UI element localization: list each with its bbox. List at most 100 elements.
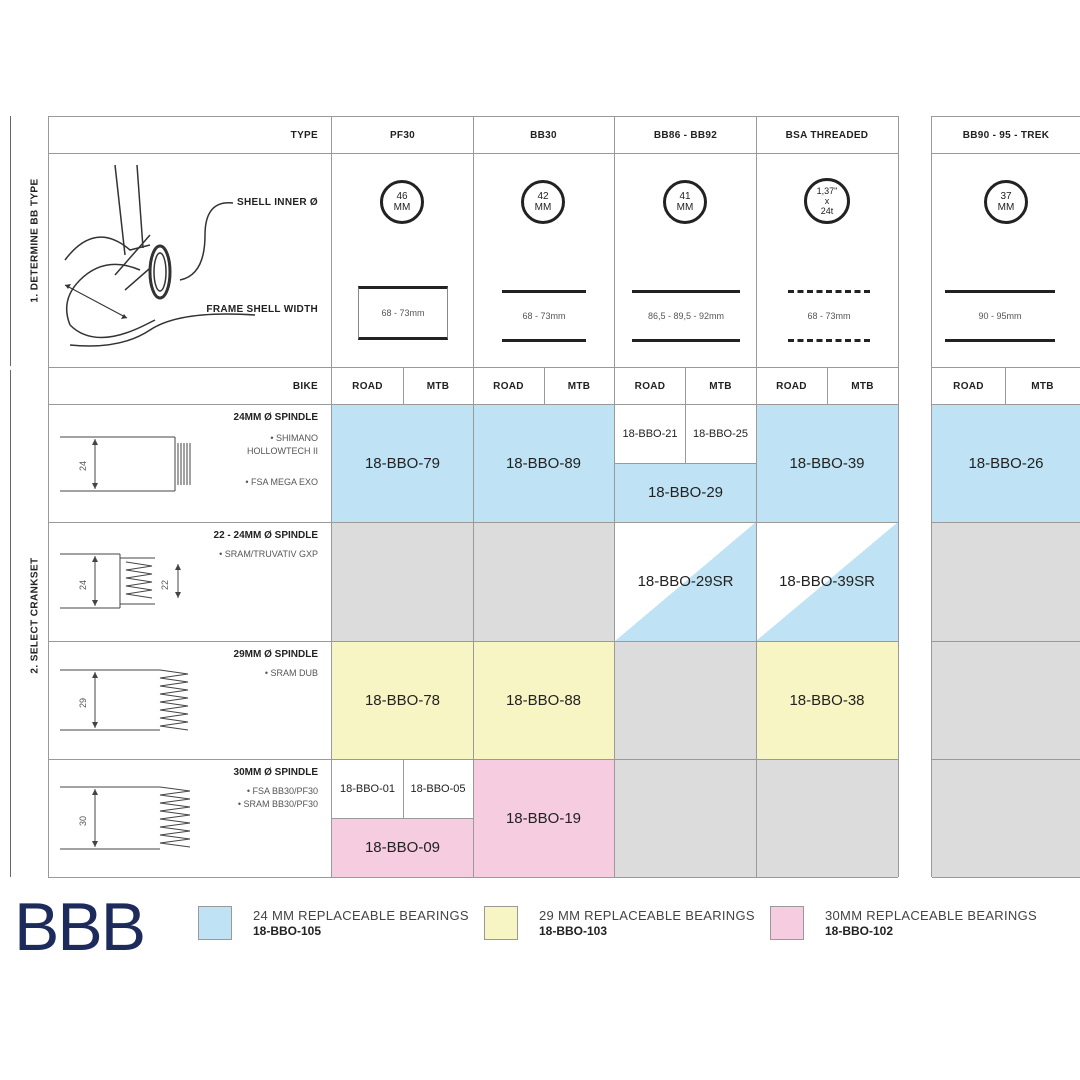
legend-swatch-29mm bbox=[484, 906, 518, 940]
cell-gxp-bsa: 18-BBO-39SR bbox=[756, 522, 898, 641]
pointer-curve-icon bbox=[69, 313, 256, 347]
cell-gxp-bb86: 18-BBO-29SR bbox=[615, 522, 756, 641]
cell-24mm-bb90: 18-BBO-26 bbox=[932, 405, 1080, 522]
type-header-bb86: BB86 - BB92 bbox=[653, 129, 718, 141]
cell-30mm-bsa bbox=[756, 759, 898, 877]
cell-dub-bsa: 18-BBO-38 bbox=[756, 641, 898, 759]
spindle-29mm-dim: 29 bbox=[78, 697, 88, 708]
cell-24mm-bb30: 18-BBO-89 bbox=[473, 405, 614, 522]
bike-road-bb30: ROAD bbox=[493, 380, 524, 392]
legend-title-30mm: 30MM REPLACEABLE BEARINGS bbox=[825, 908, 1037, 923]
cell-gxp-bb90 bbox=[932, 522, 1080, 641]
bike-mtb-bb30: MTB bbox=[567, 380, 591, 392]
spindle-title: 29MM Ø SPINDLE bbox=[233, 649, 318, 660]
section-label-determine: 1. DETERMINE BB TYPE bbox=[29, 178, 41, 303]
spindle-30mm-drawing-icon bbox=[60, 786, 191, 850]
type-label: TYPE bbox=[290, 129, 318, 141]
spindle-gxp-dim: 24 bbox=[78, 579, 88, 590]
cell-30mm-pf30-both: 18-BBO-09 bbox=[332, 818, 473, 877]
bike-mtb-bb86: MTB bbox=[709, 380, 732, 392]
shell-width-bb30: 68 - 73mm bbox=[502, 290, 586, 342]
part-number: 18-BBO-89 bbox=[505, 455, 582, 472]
cell-gxp-pf30 bbox=[332, 522, 473, 641]
spindle-29mm-label: 29MM Ø SPINDLE • SRAM DUB bbox=[160, 649, 318, 749]
spindle-brand: • FSA BB30/PF30 bbox=[246, 786, 318, 796]
cell-30mm-bb86 bbox=[615, 759, 756, 877]
spindle-brand: • SRAM BB30/PF30 bbox=[237, 799, 318, 809]
frame-shell-width-label: FRAME SHELL WIDTH bbox=[206, 303, 318, 315]
part-number: 18-BBO-19 bbox=[505, 809, 582, 827]
shell-width-pf30: 68 - 73mm bbox=[358, 286, 448, 340]
part-number: 18-BBO-78 bbox=[364, 691, 441, 709]
spindle-24mm-drawing-icon bbox=[60, 436, 191, 492]
spindle-gxp-drawing-icon bbox=[60, 553, 181, 609]
cell-24mm-bb86-road: 18-BBO-21 bbox=[615, 405, 685, 463]
bike-mtb-bb90: MTB bbox=[1031, 380, 1054, 392]
bike-road-pf30: ROAD bbox=[352, 380, 383, 392]
spindle-30mm-label: 30MM Ø SPINDLE • FSA BB30/PF30 • SRAM BB… bbox=[160, 767, 318, 867]
spindle-brand: HOLLOWTECH II bbox=[246, 446, 318, 456]
cell-gxp-bb30 bbox=[473, 522, 614, 641]
spindle-title: 22 - 24MM Ø SPINDLE bbox=[213, 530, 318, 541]
cell-30mm-pf30-mtb: 18-BBO-05 bbox=[403, 759, 473, 818]
spindle-title: 24MM Ø SPINDLE bbox=[233, 412, 318, 423]
type-header-bb90: BB90 - 95 - TREK bbox=[962, 129, 1050, 141]
bike-road-bb90: ROAD bbox=[953, 380, 984, 392]
part-number: 18-BBO-39 bbox=[789, 455, 865, 472]
spindle-30mm-dim: 30 bbox=[78, 815, 88, 826]
spindle-24mm-label: 24MM Ø SPINDLE • SHIMANO HOLLOWTECH II •… bbox=[180, 412, 318, 512]
shell-inner-label: SHELL INNER Ø bbox=[237, 196, 318, 208]
bike-mtb-bsa: MTB bbox=[851, 380, 874, 392]
legend-title-24mm: 24 MM REPLACEABLE BEARINGS bbox=[253, 908, 469, 923]
part-number: 18-BBO-29SR bbox=[637, 573, 734, 590]
part-number: 18-BBO-05 bbox=[410, 782, 466, 795]
legend-swatch-30mm bbox=[770, 906, 804, 940]
legend-title-29mm: 29 MM REPLACEABLE BEARINGS bbox=[539, 908, 755, 923]
spindle-gxp-dim2: 22 bbox=[160, 579, 170, 590]
legend-swatch-24mm bbox=[198, 906, 232, 940]
cell-30mm-pf30-road: 18-BBO-01 bbox=[332, 759, 403, 818]
bbb-logo: BBB bbox=[14, 889, 146, 965]
cell-24mm-bb86-both: 18-BBO-29 bbox=[615, 463, 756, 522]
legend-code-29mm: 18-BBO-103 bbox=[539, 924, 608, 938]
cell-dub-pf30: 18-BBO-78 bbox=[332, 641, 473, 759]
pointer-curve-icon bbox=[179, 202, 234, 281]
cell-30mm-bb30: 18-BBO-19 bbox=[473, 759, 614, 877]
spindle-29mm-drawing-icon bbox=[60, 669, 189, 731]
cell-30mm-bb90 bbox=[932, 759, 1080, 877]
part-number: 18-BBO-01 bbox=[339, 782, 396, 795]
cell-dub-bb90 bbox=[932, 641, 1080, 759]
shell-width-bsa: 68 - 73mm bbox=[788, 290, 870, 342]
bike-label: BIKE bbox=[292, 380, 318, 392]
part-number: 18-BBO-29 bbox=[647, 484, 724, 501]
part-number: 18-BBO-09 bbox=[364, 839, 441, 856]
cell-24mm-bsa: 18-BBO-39 bbox=[756, 405, 898, 522]
shell-width-bb86: 86,5 - 89,5 - 92mm bbox=[632, 290, 740, 342]
part-number: 18-BBO-38 bbox=[789, 691, 865, 709]
legend-code-24mm: 18-BBO-105 bbox=[253, 924, 322, 938]
bike-road-bsa: ROAD bbox=[776, 380, 807, 392]
spindle-22-24mm-label: 22 - 24MM Ø SPINDLE • SRAM/TRUVATIV GXP bbox=[160, 530, 318, 630]
spindle-brand: • SRAM DUB bbox=[264, 668, 318, 678]
section-label-select: 2. SELECT CRANKSET bbox=[29, 557, 41, 674]
spindle-title: 30MM Ø SPINDLE bbox=[233, 767, 318, 778]
type-header-bsa: BSA THREADED bbox=[785, 129, 869, 141]
legend-code-30mm: 18-BBO-102 bbox=[825, 924, 894, 938]
frame-shell-illustration-icon bbox=[64, 164, 172, 339]
spindle-brand: • SHIMANO bbox=[270, 433, 318, 443]
part-number: 18-BBO-88 bbox=[505, 691, 582, 709]
cell-dub-bb30: 18-BBO-88 bbox=[473, 641, 614, 759]
part-number: 18-BBO-25 bbox=[692, 428, 749, 440]
shell-width-bb90: 90 - 95mm bbox=[945, 290, 1055, 342]
spindle-brand: • SRAM/TRUVATIV GXP bbox=[219, 549, 318, 559]
part-number: 18-BBO-21 bbox=[622, 428, 678, 440]
bike-road-bb86: ROAD bbox=[634, 380, 666, 392]
type-header-pf30: PF30 bbox=[389, 129, 416, 141]
cell-24mm-pf30: 18-BBO-79 bbox=[332, 405, 473, 522]
bike-mtb-pf30: MTB bbox=[426, 380, 450, 392]
spindle-brand: • FSA MEGA EXO bbox=[245, 477, 318, 487]
cell-24mm-bb86-mtb: 18-BBO-25 bbox=[685, 405, 756, 463]
